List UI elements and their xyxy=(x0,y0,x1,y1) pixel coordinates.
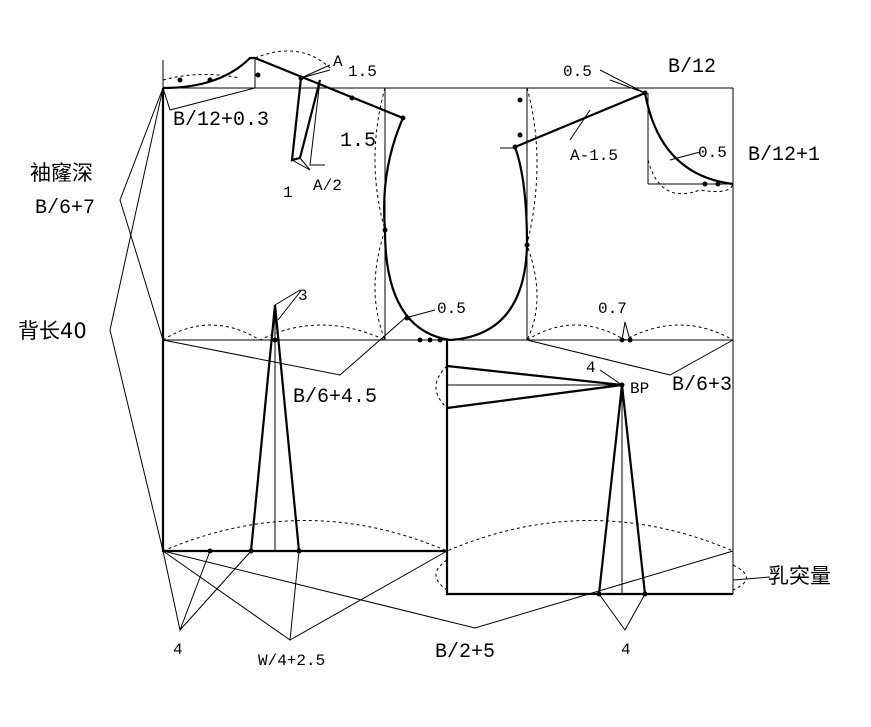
label-back-neck-width: B/12+0.3 xyxy=(173,109,269,132)
label-front-neck-depth-0-5: 0.5 xyxy=(698,144,727,162)
dashed-guide-curves xyxy=(162,50,747,591)
label-back-width: B/6+4.5 xyxy=(293,386,377,409)
label-a: A xyxy=(333,53,343,71)
label-front-waist-4: 4 xyxy=(621,641,631,659)
label-armhole-0-5: 0.5 xyxy=(437,300,466,318)
label-dart-1: 1 xyxy=(283,184,293,202)
label-back-length: 背长40 xyxy=(18,319,87,343)
label-shoulder-1-5-top: 1.5 xyxy=(348,63,377,81)
label-side-dart-4: 4 xyxy=(586,359,596,377)
label-front-neck-width: B/12 xyxy=(668,56,716,79)
label-bust: B/2+5 xyxy=(435,641,495,664)
marker-dots xyxy=(177,72,721,597)
leader-lines xyxy=(109,64,771,641)
label-bp-0-7: 0.7 xyxy=(598,300,627,318)
label-bp: BP xyxy=(630,380,649,398)
label-front-shoulder: A-1.5 xyxy=(570,147,618,165)
label-bust-dart: 乳突量 xyxy=(768,564,831,588)
label-a-half: A/2 xyxy=(313,177,342,195)
label-front-neck-depth: B/12+1 xyxy=(748,144,820,167)
label-back-dart-3: 3 xyxy=(298,287,308,305)
label-armhole-depth-title: 袖窿深 xyxy=(30,161,93,185)
label-armhole-depth: B/6+7 xyxy=(35,197,95,220)
label-back-waist-4: 4 xyxy=(173,641,183,659)
label-front-width: B/6+3 xyxy=(672,374,732,397)
label-waist: W/4+2.5 xyxy=(258,652,325,670)
label-back-shoulder-1-5: 1.5 xyxy=(340,130,376,153)
label-front-neck-0-5: 0.5 xyxy=(563,63,592,81)
